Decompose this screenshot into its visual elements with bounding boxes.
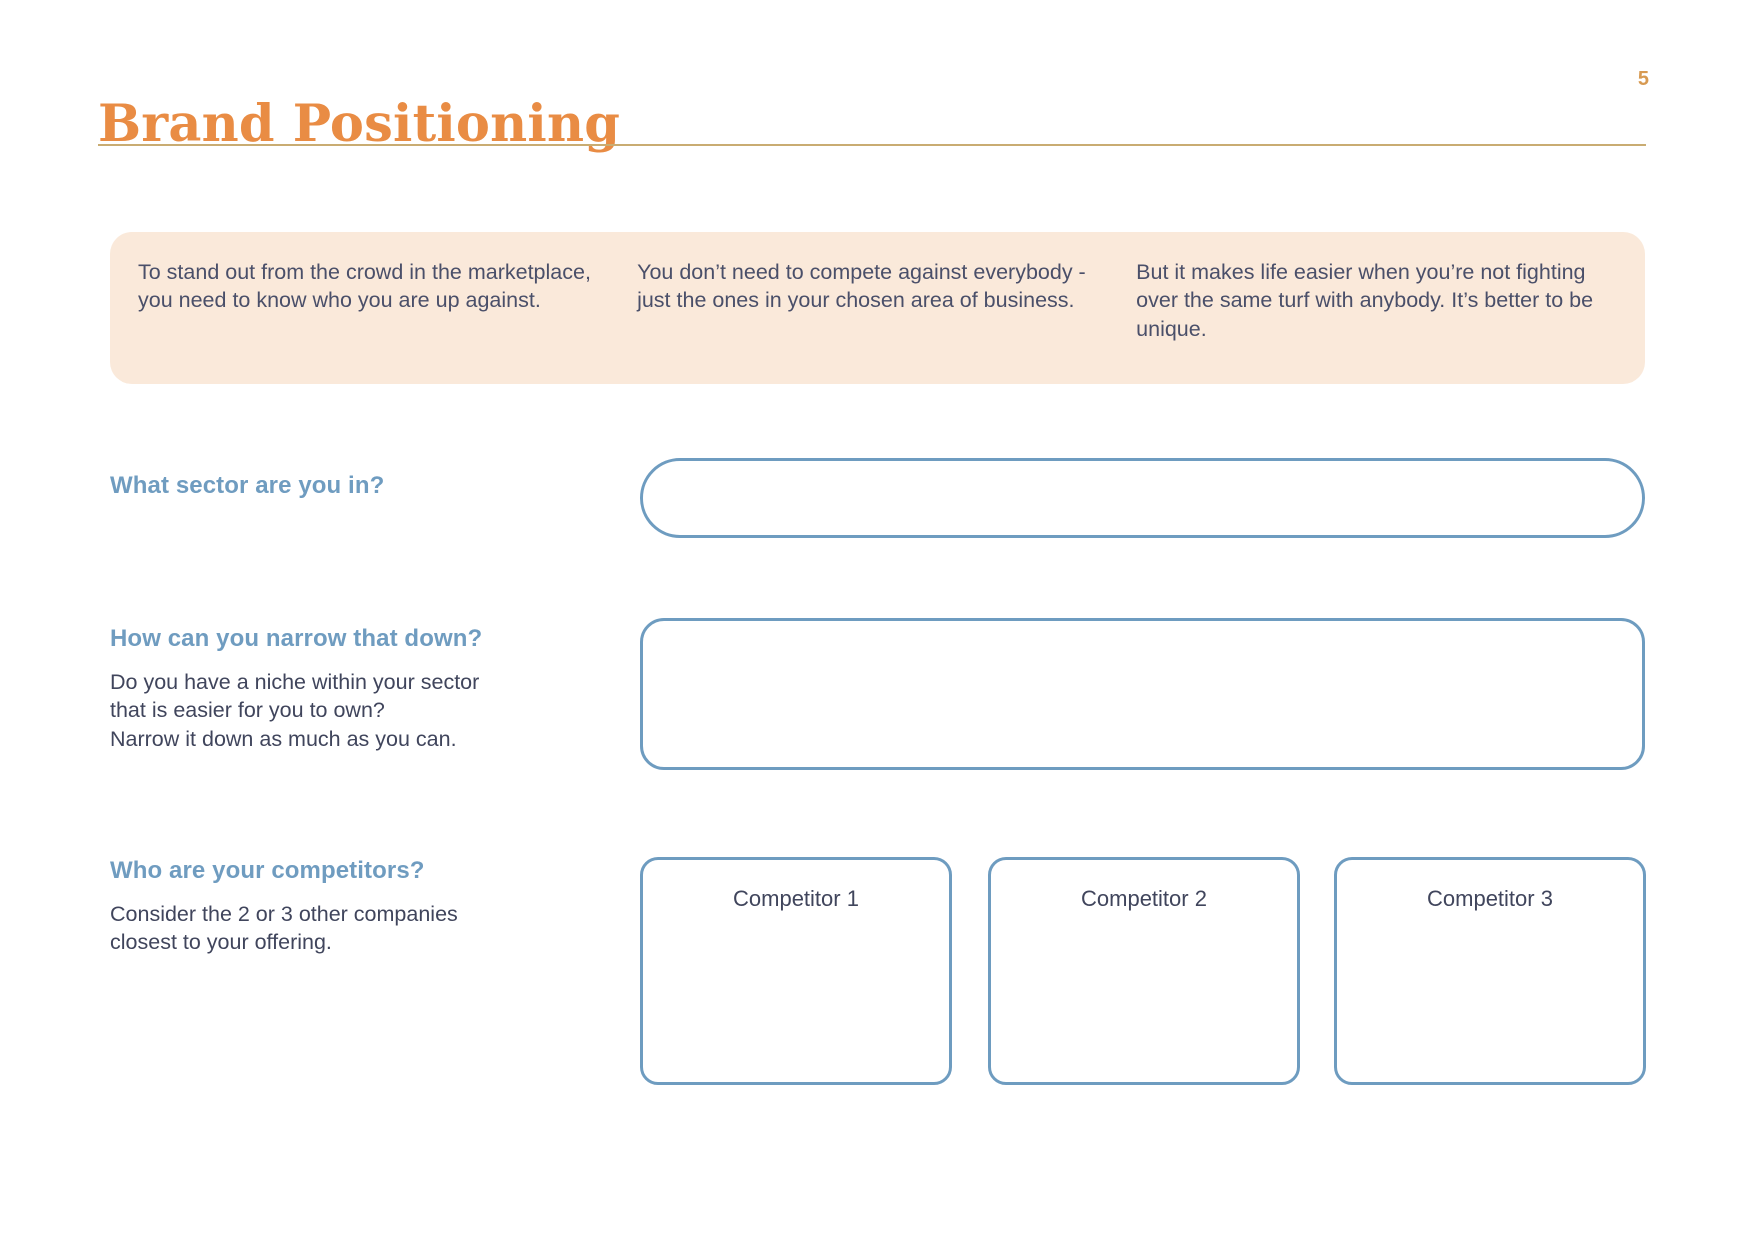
header-divider <box>98 144 1646 146</box>
competitor-label-1: Competitor 1 <box>733 886 859 911</box>
question-label-sector: What sector are you in? <box>110 472 385 499</box>
question-label-narrow-down: How can you narrow that down? <box>110 625 483 652</box>
question-hint-competitors: Consider the 2 or 3 other companies clos… <box>110 902 458 955</box>
question-label-competitors: Who are your competitors? <box>110 857 425 884</box>
competitor-box-2[interactable]: Competitor 2 <box>988 857 1300 1085</box>
intro-column-1: To stand out from the crowd in the marke… <box>138 260 591 313</box>
competitor-label-3: Competitor 3 <box>1427 886 1553 911</box>
intro-column-3: But it makes life easier when you’re not… <box>1136 260 1594 341</box>
competitor-box-1[interactable]: Competitor 1 <box>640 857 952 1085</box>
page-number: 5 <box>1637 68 1649 90</box>
intro-column-2: You don’t need to compete against everyb… <box>637 260 1086 313</box>
page-title: Brand Positioning <box>98 94 621 155</box>
answer-input-narrow-down[interactable] <box>640 618 1645 770</box>
competitor-box-3[interactable]: Competitor 3 <box>1334 857 1646 1085</box>
intro-panel: To stand out from the crowd in the marke… <box>110 232 1645 384</box>
answer-input-sector[interactable] <box>640 458 1645 538</box>
competitor-label-2: Competitor 2 <box>1081 886 1207 911</box>
question-hint-narrow-down: Do you have a niche within your sector t… <box>110 670 480 751</box>
